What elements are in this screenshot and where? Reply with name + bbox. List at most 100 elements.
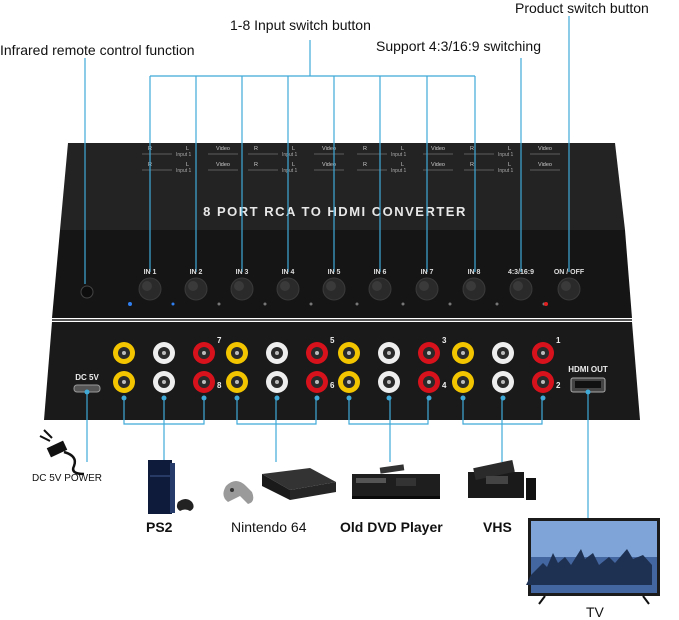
top-panel-label: R xyxy=(254,162,258,168)
top-panel-input-label: Input 1 xyxy=(391,168,407,174)
rca-port-number: 2 xyxy=(556,381,561,390)
n64-console-icon xyxy=(223,468,336,504)
button-highlight xyxy=(234,281,244,291)
hdmi-port-label: HDMI OUT xyxy=(568,365,608,374)
button-highlight xyxy=(280,281,290,291)
top-panel-label: L xyxy=(508,162,511,168)
top-panel-label: R xyxy=(363,146,367,152)
button-highlight xyxy=(466,281,476,291)
rca-port-number: 8 xyxy=(217,381,222,390)
n64-label: Nintendo 64 xyxy=(231,519,307,535)
rca-port-number: 6 xyxy=(330,381,335,390)
button-highlight xyxy=(419,281,429,291)
top-panel-input-label: Input 1 xyxy=(391,152,407,158)
tv-label: TV xyxy=(586,604,604,620)
device-top-face xyxy=(60,143,625,230)
button-highlight xyxy=(326,281,336,291)
button-label: IN 1 xyxy=(144,269,157,276)
ps2-label: PS2 xyxy=(146,519,173,535)
front-button-row: IN 1 IN 2 IN 3 IN 4 IN 5 IN 6 IN 7 IN 8 4:3/16:9… xyxy=(128,269,585,306)
button-highlight xyxy=(142,281,152,291)
vhs-tape-icon xyxy=(468,459,536,500)
button-label: IN 2 xyxy=(190,269,203,276)
button-highlight xyxy=(561,281,571,291)
status-led xyxy=(309,302,313,306)
rca-port-number: 5 xyxy=(330,336,335,345)
status-led xyxy=(448,302,452,306)
connection-dot xyxy=(314,395,320,401)
button-label: 4:3/16:9 xyxy=(508,269,534,276)
rca-port-number: 7 xyxy=(217,336,222,345)
device-rear-face xyxy=(44,322,640,420)
rca-port-number: 1 xyxy=(556,336,561,345)
top-panel-label: Video xyxy=(431,162,445,168)
button-label: IN 5 xyxy=(328,269,341,276)
callout-input-switch: 1-8 Input switch button xyxy=(230,17,371,33)
status-led xyxy=(217,302,221,306)
status-led xyxy=(401,302,405,306)
top-panel-label: L xyxy=(401,146,404,152)
button-highlight xyxy=(513,281,523,291)
top-panel-label: Video xyxy=(216,146,230,152)
top-panel-label: Video xyxy=(322,146,336,152)
ps2-console-icon xyxy=(148,460,194,514)
connection-dot xyxy=(274,395,280,401)
rca-port-grid: 7 8 5 6 3 4 1 2 xyxy=(113,336,561,401)
connection-lines xyxy=(86,392,589,520)
power-adapter-icon xyxy=(39,429,85,476)
power-label: DC 5V POWER xyxy=(32,473,103,484)
top-panel-label: Video xyxy=(322,162,336,168)
top-panel-label: Video xyxy=(538,162,552,168)
power-led xyxy=(544,302,548,306)
status-led xyxy=(495,302,499,306)
connection-dot xyxy=(386,395,392,401)
connection-dot xyxy=(426,395,432,401)
callout-aspect-switch: Support 4:3/16:9 switching xyxy=(376,38,541,54)
rca-port-number: 4 xyxy=(442,381,447,390)
connection-dot xyxy=(500,395,506,401)
top-panel-label: Video xyxy=(216,162,230,168)
top-panel-input-label: Input 1 xyxy=(176,168,192,174)
button-label: IN 7 xyxy=(421,269,434,276)
top-panel-label: L xyxy=(186,162,189,168)
top-panel-input-label: Input 1 xyxy=(498,152,514,158)
tv-icon xyxy=(526,518,660,605)
top-panel-label: L xyxy=(292,162,295,168)
top-panel-label: Video xyxy=(431,146,445,152)
dvd-label: Old DVD Player xyxy=(340,519,443,535)
dc-port-label: DC 5V xyxy=(75,373,99,382)
callout-product-switch: Product switch button xyxy=(515,0,649,16)
status-led xyxy=(128,302,132,306)
top-panel-input-label: Input 1 xyxy=(282,152,298,158)
top-panel-label: R xyxy=(254,146,258,152)
infrared-window xyxy=(80,285,94,299)
top-panel-label: R xyxy=(363,162,367,168)
top-panel-label: R xyxy=(470,146,474,152)
top-panel-label: L xyxy=(401,162,404,168)
top-panel-label: L xyxy=(186,146,189,152)
top-panel-label: L xyxy=(508,146,511,152)
rca-port-number: 3 xyxy=(442,336,447,345)
connection-dot xyxy=(540,395,546,401)
top-panel-input-label: Input 1 xyxy=(176,152,192,158)
dvd-player-icon xyxy=(352,464,440,499)
button-label: IN 4 xyxy=(282,269,295,276)
callout-infrared: Infrared remote control function xyxy=(0,42,195,58)
callout-lines xyxy=(84,16,570,284)
status-led xyxy=(171,302,175,306)
top-panel-label: L xyxy=(292,146,295,152)
button-label: IN 6 xyxy=(374,269,387,276)
top-panel-label: Video xyxy=(538,146,552,152)
top-panel-label: R xyxy=(470,162,474,168)
button-label: ON / OFF xyxy=(554,269,585,276)
vhs-label: VHS xyxy=(483,519,512,535)
status-led xyxy=(263,302,267,306)
top-panel-input-label: Input 1 xyxy=(498,168,514,174)
button-label: IN 3 xyxy=(236,269,249,276)
button-highlight xyxy=(188,281,198,291)
top-panel-input-label: Input 1 xyxy=(282,168,298,174)
button-highlight xyxy=(372,281,382,291)
status-led xyxy=(355,302,359,306)
button-label: IN 8 xyxy=(468,269,481,276)
